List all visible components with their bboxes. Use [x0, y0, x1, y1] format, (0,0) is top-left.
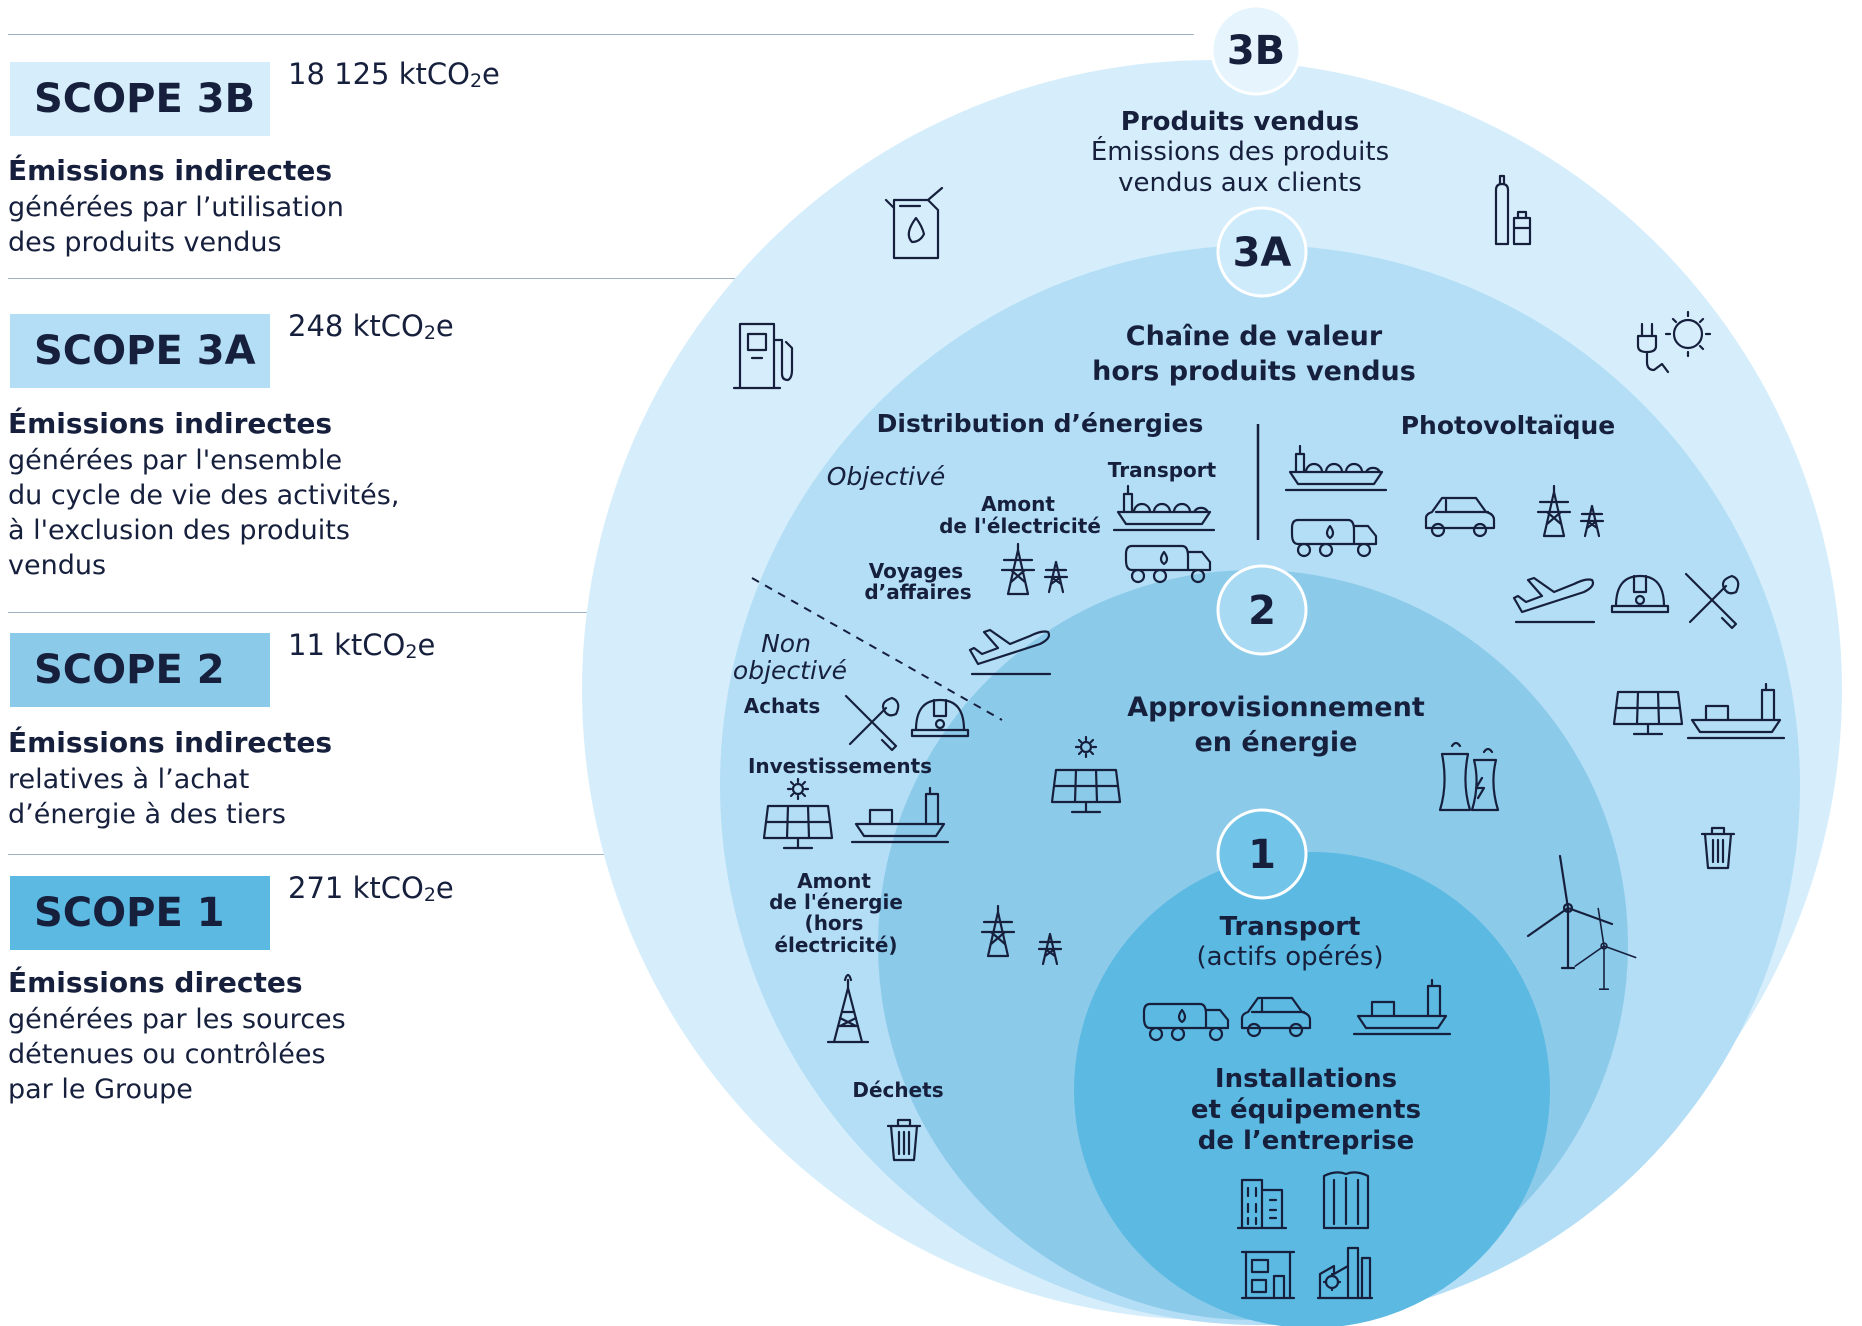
badge-3b: 3B: [1210, 4, 1302, 96]
badge-1: 1: [1216, 808, 1308, 900]
investissements-label: Investissements: [748, 754, 932, 778]
transport-scope1-sub: (actifs opérés): [1197, 942, 1384, 972]
scope-1-heading: Émissions directes: [8, 966, 303, 999]
bin-icon: [1700, 826, 1736, 870]
scope-2-label: SCOPE 2: [10, 633, 270, 707]
scope-3a-description: générées par l'ensemble du cycle de vie …: [8, 445, 400, 581]
badge-1-text: 1: [1248, 832, 1276, 878]
badge-3a: 3A: [1216, 206, 1308, 298]
amont-energie-line4: électricité): [774, 933, 897, 957]
installations-line1: Installations: [1215, 1064, 1397, 1094]
produits-vendus-line1: Émissions des produits: [1091, 135, 1389, 167]
scope-3a-label: SCOPE 3A: [10, 314, 270, 388]
scope-1-label: SCOPE 1: [10, 876, 270, 950]
dechets-label: Déchets: [852, 1078, 943, 1102]
scope-3b-amount: 18 125 ktCO2e: [288, 57, 500, 92]
scope-2-heading: Émissions indirectes: [8, 726, 333, 759]
transport-3a-label: Transport: [1108, 458, 1217, 482]
scope-2-amount: 11 ktCO2e: [288, 628, 436, 663]
objective-label: Objectivé: [827, 462, 946, 491]
non-objective-line1: Non: [761, 629, 811, 658]
scope-3b-heading: Émissions indirectes: [8, 154, 333, 187]
produits-vendus-line2: vendus aux clients: [1118, 168, 1362, 198]
amont-energie-line3: (hors: [805, 911, 864, 935]
rule-top: [8, 34, 1194, 35]
scope-1-amount: 271 ktCO2e: [288, 871, 454, 906]
circle-scope-1: [1074, 852, 1550, 1326]
badge-2: 2: [1216, 564, 1308, 656]
transport-scope1-label: Transport: [1220, 912, 1361, 942]
non-objective-line2: objectivé: [733, 656, 847, 685]
scope-3a-amount: 248 ktCO2e: [288, 309, 454, 344]
objective-dashed-separator: [751, 577, 1003, 721]
badge-3b-text: 3B: [1227, 28, 1285, 74]
chaine-de-valeur-line1: Chaîne de valeur: [1126, 321, 1383, 352]
achats-label: Achats: [744, 694, 821, 718]
scope-1-description: générées par les sources détenues ou con…: [8, 1004, 346, 1105]
voyages-affaires-line1: Voyages: [869, 559, 963, 583]
rule-2-1: [8, 854, 1196, 855]
produits-vendus-title: Produits vendus: [1121, 107, 1359, 137]
scope-3a-heading: Émissions indirectes: [8, 407, 333, 440]
installations-line2: et équipements: [1191, 1095, 1421, 1125]
chaine-de-valeur-line2: hors produits vendus: [1092, 356, 1416, 387]
amont-electricite-line2: de l'électricité: [939, 514, 1101, 538]
badge-2-text: 2: [1248, 588, 1276, 634]
badge-3a-text: 3A: [1233, 230, 1292, 276]
scope-3b-description: générées par l’utilisation des produits …: [8, 192, 344, 258]
scope-3b-label: SCOPE 3B: [10, 62, 270, 136]
distribution-energies-label: Distribution d’énergies: [877, 409, 1204, 438]
installations-line3: de l’entreprise: [1198, 1126, 1415, 1156]
approvisionnement-line2: en énergie: [1195, 727, 1358, 758]
approvisionnement-line1: Approvisionnement: [1127, 692, 1425, 723]
rule-3b-3a: [8, 278, 1204, 279]
bin-icon: [886, 1118, 922, 1162]
amont-energie-line2: de l'énergie: [769, 890, 903, 914]
amont-energie-line1: Amont: [797, 869, 871, 893]
photovoltaique-label: Photovoltaïque: [1401, 411, 1616, 440]
amont-electricite-line1: Amont: [981, 492, 1055, 516]
scope-2-description: relatives à l’achat d’énergie à des tier…: [8, 764, 286, 830]
voyages-affaires-line2: d’affaires: [864, 580, 971, 604]
